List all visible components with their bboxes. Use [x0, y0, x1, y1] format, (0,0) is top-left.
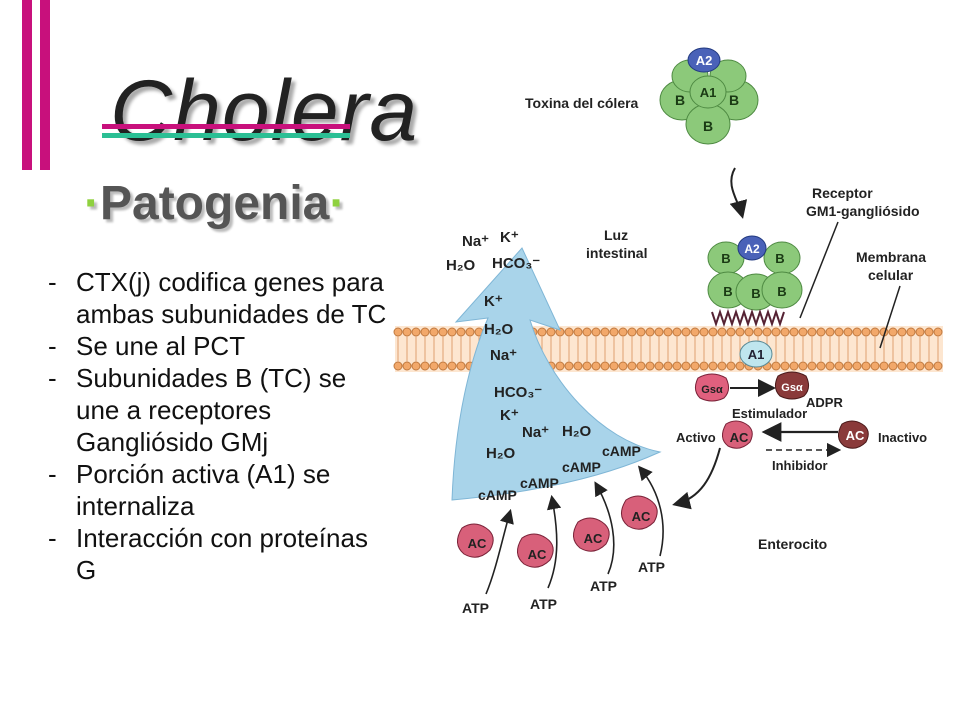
atp-label: ATP — [530, 596, 557, 612]
ac-enzyme: AC — [573, 517, 610, 552]
k-label: K⁺ — [484, 293, 503, 310]
atp-label: ATP — [462, 600, 489, 616]
ac-active: AC — [722, 420, 753, 449]
bullet-item: Se une al PCT — [42, 330, 392, 362]
subtitle-dot-left: · — [84, 177, 100, 230]
cholera-toxin-diagram: A2 A1 B B B Toxina del cólera Receptor G… — [393, 47, 943, 616]
na-label: Na⁺ — [522, 424, 549, 441]
receptor-pointer — [799, 221, 839, 319]
ac-enzyme: AC — [621, 495, 658, 530]
toxin-b-label: B — [675, 92, 685, 108]
adpr-label: ADPR — [806, 395, 843, 410]
active-label: Activo — [676, 430, 716, 445]
toxin-a2-label: A2 — [696, 53, 713, 68]
toxin-b-label: B — [729, 92, 739, 108]
title-underline-magenta — [102, 124, 350, 129]
ion-labels: Na⁺ K⁺ H₂O HCO₃⁻ K⁺ H₂O Na⁺ HCO₃⁻ K⁺ Na⁺… — [446, 229, 591, 462]
bullet-item: CTX(j) codifica genes para ambas subunid… — [42, 266, 392, 330]
atp-conversion-arrows — [485, 465, 664, 595]
ac-enzymes: AC AC AC AC — [457, 495, 658, 568]
toxin-a1-label: A1 — [700, 85, 717, 100]
subtitle-dot-right: · — [329, 177, 346, 230]
gs-alpha-active: Gsα — [694, 373, 730, 402]
h2o-label: H₂O — [562, 423, 591, 440]
na-label: Na⁺ — [462, 233, 489, 250]
atp-label: ATP — [638, 559, 665, 575]
inactive-label: Inactivo — [878, 430, 927, 445]
cholera-toxin: A2 A1 B B B — [659, 47, 759, 145]
camp-label: cAMP — [520, 475, 559, 491]
gs-alpha-label: Gsα — [701, 384, 723, 396]
gs-alpha-inactive: Gsα — [774, 371, 810, 400]
camp-labels: cAMP cAMP cAMP cAMP — [478, 443, 641, 503]
bound-a2-label: A2 — [744, 242, 760, 256]
ac-label: AC — [468, 536, 487, 551]
subtitle-text: Patogenia — [99, 177, 330, 230]
membrane-label-1: Membrana — [856, 249, 926, 265]
bound-b-label: B — [721, 251, 730, 266]
secretion-arrow — [451, 247, 662, 501]
lumen-label-2: intestinal — [586, 245, 647, 261]
receptor-label-1: Receptor — [812, 185, 873, 201]
accent-bar-left — [22, 0, 32, 170]
h2o-label: H₂O — [484, 321, 513, 338]
ac-label: AC — [846, 428, 865, 443]
camp-label: cAMP — [602, 443, 641, 459]
bound-b-label: B — [777, 284, 786, 299]
ac-label: AC — [730, 430, 749, 445]
membrane-label-2: celular — [868, 267, 914, 283]
na-label: Na⁺ — [490, 347, 517, 364]
bullet-item: Subunidades B (TC) se une a receptores G… — [42, 362, 392, 458]
hco3-label: HCO₃⁻ — [494, 384, 542, 401]
k-label: K⁺ — [500, 229, 519, 246]
stimulator-label: Estimulador — [732, 406, 807, 421]
a1-label: A1 — [748, 347, 765, 362]
inhibitor-label: Inhibidor — [772, 458, 828, 473]
atp-labels: ATP ATP ATP ATP — [462, 559, 665, 616]
toxin-label: Toxina del cólera — [525, 95, 639, 111]
membrane-pointer — [879, 285, 901, 349]
h2o-label: H₂O — [486, 445, 515, 462]
atp-label: ATP — [590, 578, 617, 594]
ac-label: AC — [632, 509, 651, 524]
a1-subunit — [739, 340, 773, 368]
camp-label: cAMP — [562, 459, 601, 475]
bullet-list: CTX(j) codifica genes para ambas subunid… — [42, 266, 392, 586]
bullet-item: Porción activa (A1) se internaliza — [42, 458, 392, 522]
bound-b-label: B — [751, 286, 760, 301]
bound-b-label: B — [723, 284, 732, 299]
ac-inactive: AC — [838, 420, 869, 449]
lumen-label-1: Luz — [604, 227, 628, 243]
bound-toxin: A2 B B B B B — [707, 235, 803, 328]
enterocyte-label: Enterocito — [758, 536, 827, 552]
ac-enzyme: AC — [457, 523, 494, 558]
title-underline-green — [102, 133, 350, 138]
binding-arrow — [729, 167, 748, 219]
k-label: K⁺ — [500, 407, 519, 424]
ac-enzyme: AC — [517, 533, 554, 568]
slide-title: Cholera — [110, 63, 419, 159]
accent-bar-right — [40, 0, 50, 170]
ac-label: AC — [528, 547, 547, 562]
hco3-label: HCO₃⁻ — [492, 255, 540, 272]
receptor-label-2: GM1-gangliósido — [806, 203, 920, 219]
bullet-item: Interacción con proteínas G — [42, 522, 392, 586]
ac-label: AC — [584, 531, 603, 546]
camp-label: cAMP — [478, 487, 517, 503]
slide-subtitle: ·Patogenia· — [84, 176, 345, 231]
ac-activation-arrow — [672, 447, 721, 510]
toxin-b-label: B — [703, 118, 713, 134]
bound-b-label: B — [775, 251, 784, 266]
gs-alpha-label: Gsα — [781, 382, 803, 394]
h2o-label: H₂O — [446, 257, 475, 274]
